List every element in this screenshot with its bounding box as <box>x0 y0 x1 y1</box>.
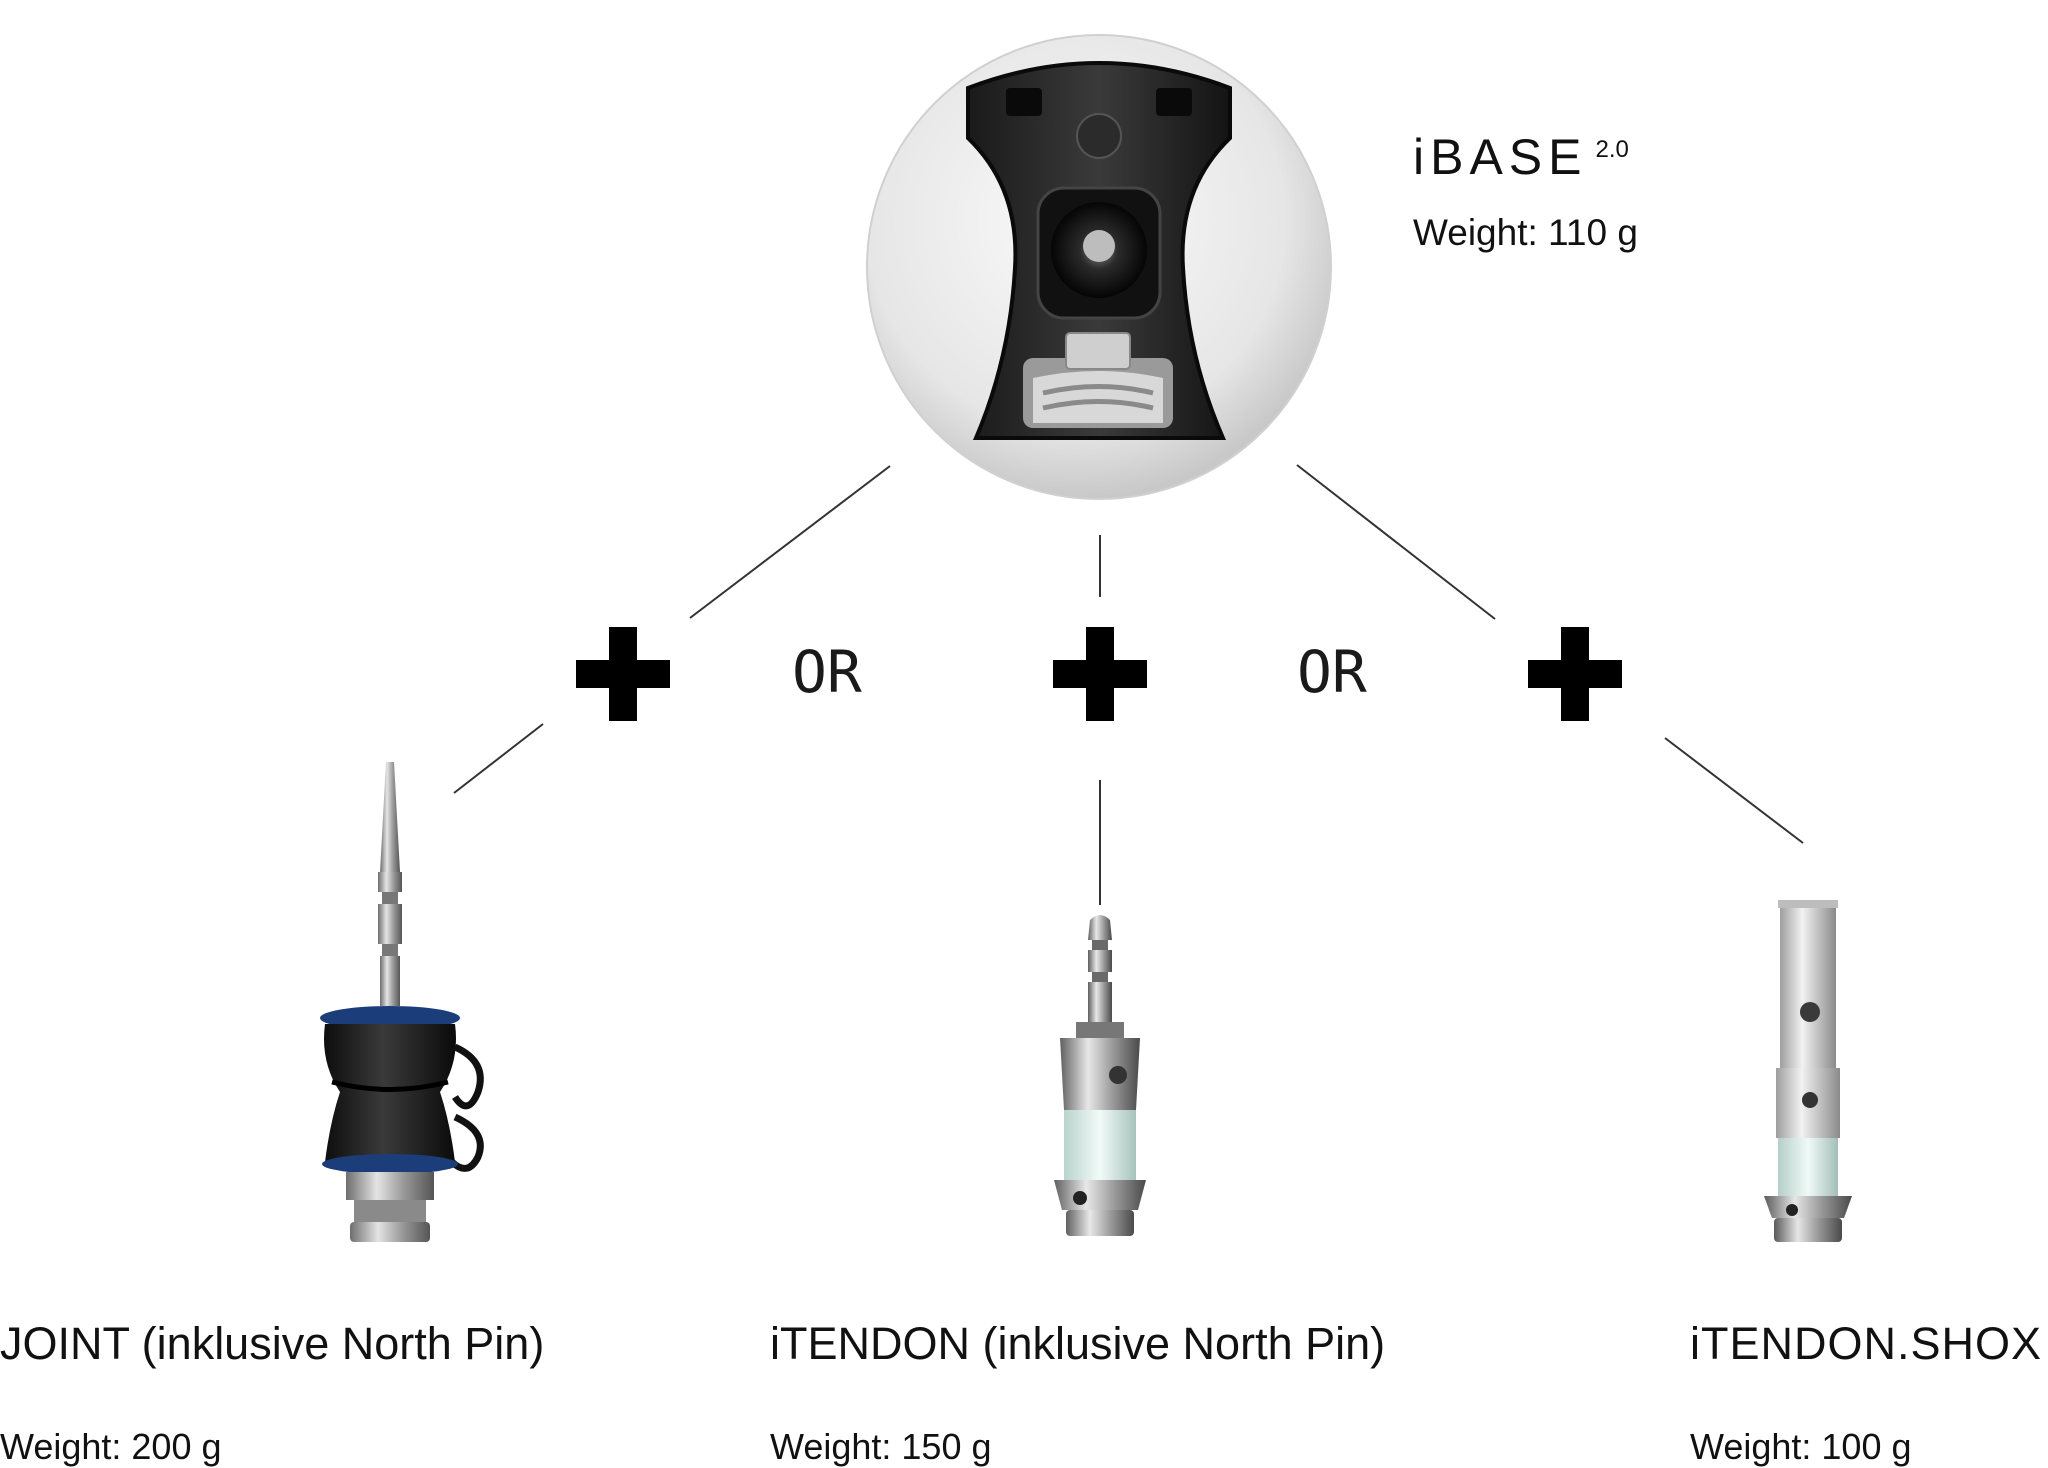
or-label-right: OR <box>1297 638 1367 706</box>
ibase-title: iBASE 2.0 <box>1413 128 1629 186</box>
itendon-image <box>1054 915 1146 1236</box>
product-weight-itendon-shox: Weight: 100 g <box>1690 1426 1912 1467</box>
or-label-left: OR <box>792 638 862 706</box>
joint-image <box>320 762 484 1242</box>
ibase-weight: Weight: 110 g <box>1413 212 1638 253</box>
ibase-mount-image <box>866 34 1332 500</box>
product-weight-joint: Weight: 200 g <box>0 1426 222 1467</box>
plus-icon-center <box>1053 627 1147 721</box>
itendon-shox-image <box>1764 900 1852 1242</box>
plus-icon-left <box>576 627 670 721</box>
line-plus-left-to-joint <box>453 723 544 794</box>
product-name-itendon: iTENDON (inklusive North Pin) <box>770 1318 1386 1369</box>
line-base-left <box>689 465 891 619</box>
plus-icon-right <box>1528 627 1622 721</box>
product-name-joint: JOINT (inklusive North Pin) <box>0 1318 545 1369</box>
ibase-name: iBASE <box>1413 129 1588 185</box>
product-weight-itendon: Weight: 150 g <box>770 1426 992 1467</box>
line-base-right <box>1296 464 1496 620</box>
ibase-version: 2.0 <box>1595 136 1629 163</box>
product-name-itendon-shox: iTENDON.SHOX <box>1690 1318 2043 1369</box>
line-plus-right-to-shox <box>1664 737 1804 844</box>
